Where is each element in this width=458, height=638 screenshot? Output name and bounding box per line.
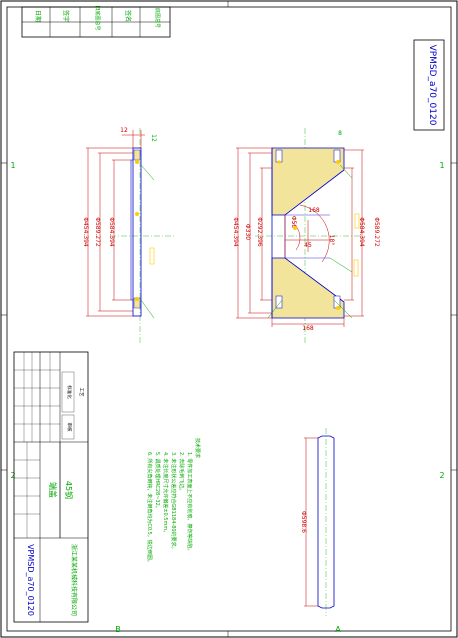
stamp-standardization: 标准化	[66, 385, 73, 399]
top-label-strip: 日期 签字 旧底图总号 签名 底图总号	[21, 5, 171, 38]
left-dim-454: Φ454.394	[82, 217, 89, 247]
right-dim-584: Φ584.394	[358, 217, 365, 247]
right-dim-589: Φ589.272	[373, 217, 380, 247]
notes-line-5: 5. 调质处理HRC28~32。	[154, 452, 161, 511]
left-dim-589: Φ589.272	[94, 217, 101, 247]
company-name: 浙江某某机械科技有限公司	[70, 544, 78, 616]
left-view: Φ454.394 Φ589.272 Φ584.394 12 12	[82, 127, 175, 345]
left-dim-584: Φ584.394	[108, 217, 115, 247]
right-dim-168-top: 168	[308, 207, 320, 214]
zone-number-1: 1	[439, 161, 444, 170]
technical-notes: 技术要求 1. 零件加工表面上不应有划痕、擦伤等缺陷。 2. 去除毛刺飞边。 3…	[146, 438, 201, 565]
notes-line-3: 3. 未注形状公差应符合GB1184-80的要求。	[170, 452, 177, 552]
notes-line-4: 4. 未注长度尺寸允许偏差±0.5mm。	[162, 452, 169, 535]
right-dim-168-bottom: 168	[302, 325, 314, 332]
left-dim-12: 12	[120, 127, 128, 134]
inner-frame	[6, 6, 452, 632]
strip-label-sign: 签字	[62, 10, 70, 22]
notes-line-6: 6. 所有尖角倒钝，未注倒角均为C0.5，锐边倒圆。	[146, 452, 153, 565]
stamp-process: 工艺	[78, 388, 84, 397]
strip-label-date: 日期	[34, 10, 42, 22]
zone-number-2b: 2	[10, 471, 15, 480]
material-label: 45钢	[64, 481, 74, 499]
notes-line-1: 1. 零件加工表面上不应有划痕、擦伤等缺陷。	[186, 452, 193, 553]
right-view: Φ454.394 Φ589.272 Φ584.394 Φ292.396 Φ330…	[232, 128, 380, 345]
drawing-code-bottom: VPMSD_a70_0120	[26, 544, 35, 616]
right-dim-58: Φ58	[290, 216, 297, 229]
code-box-top: VPMSD_a70_0120	[413, 39, 445, 131]
zone-number-1b: 1	[10, 161, 15, 170]
notes-title: 技术要求	[194, 438, 201, 458]
zone-letter-b: B	[115, 625, 121, 634]
strip-label-old-drawing: 旧底图总号	[94, 5, 101, 30]
bottom-view: Φ598.6	[300, 428, 335, 616]
right-dim-angle: 18°	[328, 235, 335, 246]
strip-label-signature: 签名	[124, 10, 132, 22]
right-dim-292: Φ292.396	[256, 217, 263, 247]
stamp-review: 审核	[66, 423, 73, 432]
right-dim-8: 8	[338, 130, 342, 137]
title-block: 标准化 审核 工艺 45钢 端盖 浙江某某机械科技有限公司 VPMSD_a70_…	[13, 351, 89, 623]
notes-line-2: 2. 去除毛刺飞边。	[178, 452, 185, 493]
zone-letter-a: A	[335, 625, 341, 634]
drawing-code-top: VPMSD_a70_0120	[427, 45, 437, 126]
strip-label-drawing-no: 底图总号	[154, 8, 161, 28]
right-dim-45: 45	[304, 242, 312, 249]
part-name: 端盖	[48, 482, 58, 498]
bottom-dim-598: Φ598.6	[300, 511, 307, 533]
right-dim-454: Φ454.394	[232, 217, 239, 247]
left-dim-12b: 12	[150, 134, 157, 142]
zone-number-2: 2	[439, 471, 444, 480]
right-dim-330: Φ330	[244, 224, 251, 240]
